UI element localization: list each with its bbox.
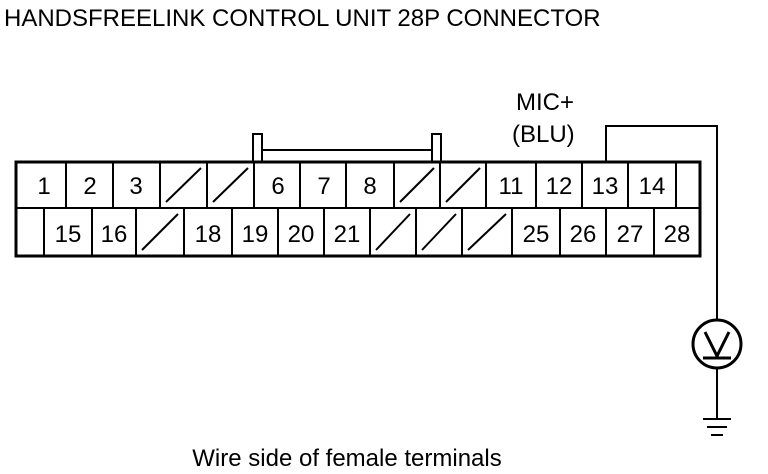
svg-text:15: 15 <box>55 221 82 248</box>
svg-text:25: 25 <box>523 221 550 248</box>
connector-row-2: 15 16 18 19 20 21 <box>15 207 701 257</box>
terminal-cell: 28 <box>653 207 701 257</box>
svg-text:8: 8 <box>363 173 376 200</box>
terminal-cell: 19 <box>231 207 279 257</box>
svg-text:16: 16 <box>101 221 128 248</box>
terminal-cell: 11 <box>485 161 537 209</box>
svg-text:20: 20 <box>288 221 315 248</box>
svg-text:21: 21 <box>334 221 361 248</box>
svg-text:26: 26 <box>570 221 597 248</box>
probe-label-signal: MIC+ <box>516 89 574 116</box>
svg-text:12: 12 <box>546 173 573 200</box>
terminal-cell: 15 <box>43 207 93 257</box>
svg-text:1: 1 <box>37 173 50 200</box>
svg-text:11: 11 <box>499 173 524 200</box>
svg-text:14: 14 <box>639 173 666 200</box>
diagram-title: HANDSFREELINK CONTROL UNIT 28P CONNECTOR <box>4 5 601 32</box>
svg-text:18: 18 <box>195 221 222 248</box>
connector-row-1: 1 2 3 6 7 8 <box>15 161 701 209</box>
svg-text:28: 28 <box>664 221 691 248</box>
diagram-caption: Wire side of female terminals <box>192 445 501 472</box>
svg-text:27: 27 <box>617 221 644 248</box>
connector-lock-tab <box>252 133 442 162</box>
ground-icon <box>703 418 731 436</box>
svg-text:3: 3 <box>129 173 142 200</box>
svg-text:13: 13 <box>592 173 619 200</box>
voltmeter-icon <box>691 318 743 370</box>
svg-text:7: 7 <box>317 173 330 200</box>
probe-label-wire-color: (BLU) <box>512 121 575 148</box>
svg-text:19: 19 <box>242 221 269 248</box>
probe-wire <box>605 125 718 320</box>
svg-text:2: 2 <box>83 173 96 200</box>
svg-text:6: 6 <box>271 173 284 200</box>
